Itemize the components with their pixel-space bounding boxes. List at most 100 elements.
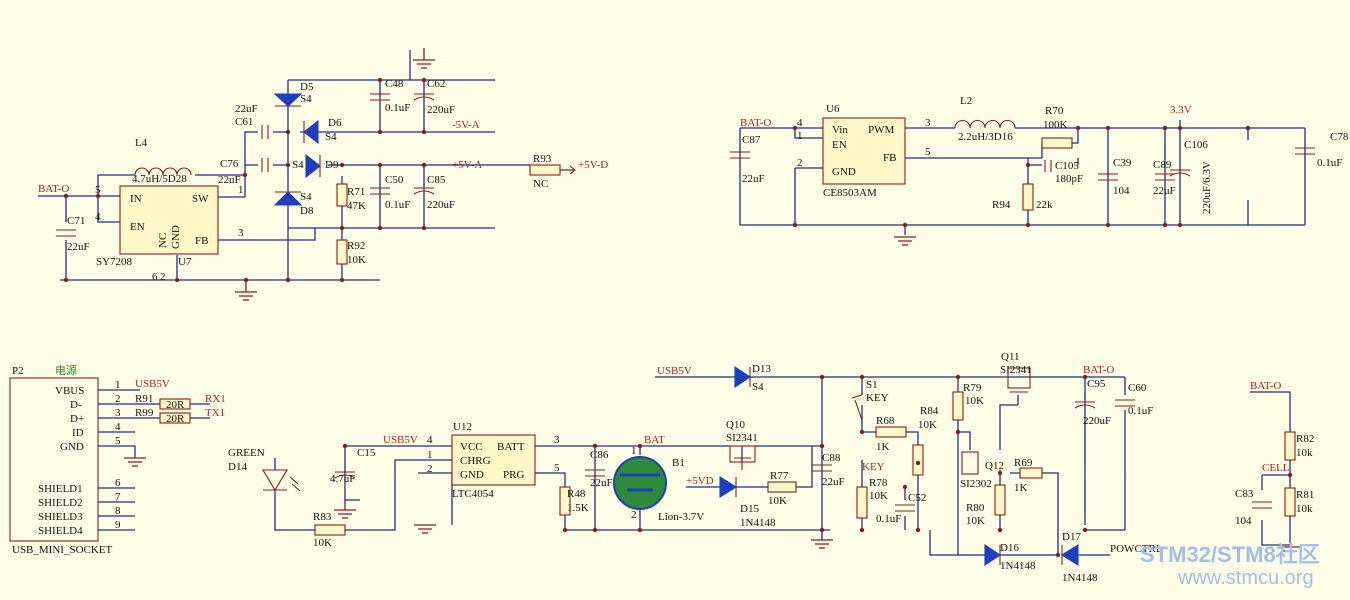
c88-ref: C88 [822,452,841,464]
junction-dots-top-right [792,125,1251,228]
p2-pin-shield2: SHIELD2 [38,497,83,509]
u12-ic-body [451,434,536,486]
p2-pin-gnd: GND [60,441,84,453]
r84-value: 10K [918,419,937,431]
p2-pinnum-2: 2 [115,393,121,405]
r70-resistor [1041,137,1073,149]
r78-ref: R78 [869,477,888,489]
p2-pin-shield3: SHIELD3 [38,511,83,523]
c87-value: 22uF [742,173,765,185]
r78-value: 10K [869,490,888,502]
c83-capacitor [1252,501,1272,509]
u12-pin-batt: BATT [497,441,525,453]
c88-capacitor [812,464,832,472]
r93-value: NC [533,178,548,190]
r92-value: 10K [347,254,366,266]
r99-ref: R99 [135,407,154,419]
u7-pin-en: EN [130,221,145,233]
u6-pinnum-3: 3 [925,117,931,129]
c85-capacitor [413,187,435,195]
u7-pin-gnd: GND [170,225,182,249]
cell-divider-section: BAT-O R82 10k CELL R81 10k C83 104 [1235,380,1314,552]
p2-part: USB_MINI_SOCKET [12,544,113,556]
r82-value: 10k [1296,447,1313,459]
c52-capacitor [895,504,915,512]
d8-diode [273,191,303,206]
c105-value: 180pF [1055,173,1083,185]
c60-ref: C60 [1128,382,1147,394]
net-rx1: RX1 [205,393,226,405]
c39-capacitor [1098,173,1118,181]
c83-ref: C83 [1235,488,1254,500]
net-neg5v-a: -5V-A [452,119,480,131]
u6-pin-vin: Vin [832,124,848,136]
r70-ref: R70 [1045,105,1064,117]
c95-capacitor [1074,401,1096,409]
c15-value: 4.7uF [330,473,355,485]
c60-value: 0.1uF [1128,405,1153,417]
u12-ref: U12 [453,421,472,433]
u12-pin-gnd: GND [460,469,484,481]
net-bat: BAT [644,434,665,446]
u7-pinnum-6: 6 [152,271,158,283]
q11-mosfet [1007,367,1031,389]
d5-value: S4 [300,93,312,105]
c39-ref: C39 [1113,157,1132,169]
c86-ref: C86 [590,449,609,461]
r81-ref: R81 [1296,489,1314,501]
net-bat-o-divider: BAT-O [1250,380,1281,392]
d14-color: GREEN [228,447,265,459]
d6-value: S4 [325,131,337,143]
u6-pinnum-1: 1 [797,130,803,142]
ground-symbol-c15 [334,500,356,519]
u6-pin-en: EN [832,139,847,151]
net-3v3: 3.3V [1170,104,1192,116]
u7-pin-sw: SW [192,193,209,205]
r99-resistor [159,412,191,424]
c50-value: 0.1uF [385,199,410,211]
net-bat-o-u6: BAT-O [740,117,771,129]
l4-ref: L4 [135,137,148,149]
ce8503-buck-section: U6 CE8503AM Vin EN GND PWM FB 4 1 2 3 5 … [730,95,1349,246]
r91-resistor [159,398,191,410]
u7-pinnum-2: 2 [160,271,166,283]
u6-pin-gnd: GND [832,166,856,178]
watermark-brand: STM32/STM8社区 [1140,542,1320,567]
r83-resistor [314,524,346,536]
l2-value: 2.2uH/3D16 [958,131,1013,143]
r78-resistor [856,486,868,519]
u12-pinnum-3: 3 [554,434,560,446]
l2-inductor [954,120,1016,129]
q12-value: SI2302 [960,478,992,490]
p2-pinnum-4: 4 [115,421,121,433]
c71-capacitor [56,229,76,237]
d15-value: 1N4148 [740,517,776,529]
ground-symbol-c88 [811,539,833,549]
d16-diode [984,543,1001,567]
c86-value: 22uF [590,477,613,489]
r94-value: 22k [1036,199,1053,211]
ground-symbol-u12 [414,524,436,534]
p2-connector-body [9,377,99,542]
net-powctrl: POWCTRL [1110,543,1163,555]
ground-symbol-divider [1279,546,1301,552]
ground-symbol-usb [124,457,146,467]
d6-diode [303,119,319,145]
c78-capacitor [1295,147,1315,155]
r84-resistor [912,444,924,476]
c61-value: 22uF [235,103,258,115]
u12-pin-prg: PRG [503,469,524,481]
r84-ref: R84 [920,405,939,417]
p2-pinnum-9: 9 [115,519,121,531]
p2-pin-dp: D+ [70,413,84,425]
c105-capacitor [1044,160,1052,172]
c87-ref: C87 [742,134,761,146]
u7-pinnum-3: 3 [238,227,244,239]
p2-ref: P2 [12,365,24,377]
c105-ref: C105 [1055,160,1079,172]
power-switch-section: D13 S4 USB5V Q10 SI2341 D15 1N4148 +5VD … [640,351,1163,584]
c61-capacitor [261,125,269,139]
s1-value: KEY [866,392,889,404]
u6-pin-pwm: PWM [868,124,895,136]
q12-ref: Q12 [985,460,1004,472]
